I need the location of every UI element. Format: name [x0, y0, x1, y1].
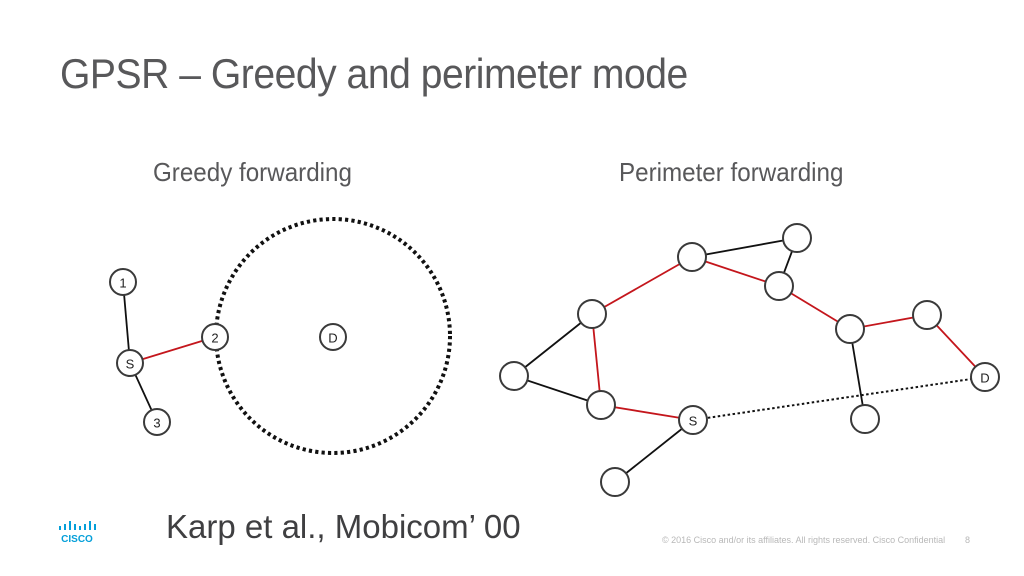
greedy-diagram: 1 S 2 3 D	[109, 217, 452, 455]
node-destination: D	[970, 362, 1000, 392]
cisco-logo: CISCO	[56, 520, 100, 546]
node	[835, 314, 865, 344]
node-source: S	[678, 405, 708, 435]
node	[600, 467, 630, 497]
node	[764, 271, 794, 301]
perimeter-heading: Perimeter forwarding	[619, 157, 844, 187]
edge	[513, 375, 602, 406]
perimeter-diagram: S D	[499, 223, 1000, 497]
node-2: 2	[201, 323, 229, 351]
svg-text:D: D	[328, 331, 337, 346]
edge	[691, 237, 798, 258]
perimeter-path-edge	[691, 256, 780, 287]
svg-text:2: 2	[211, 331, 218, 346]
greedy-path-edge	[129, 336, 216, 364]
svg-text:S: S	[689, 414, 698, 429]
cisco-bars-icon: CISCO	[59, 521, 96, 545]
svg-text:S: S	[126, 357, 135, 372]
svg-text:3: 3	[153, 416, 160, 431]
node-source: S	[116, 349, 144, 377]
node	[912, 300, 942, 330]
svg-text:CISCO: CISCO	[61, 534, 93, 545]
perimeter-path-edge	[591, 256, 693, 315]
slide-title: GPSR – Greedy and perimeter mode	[60, 50, 688, 97]
perimeter-path-edge	[600, 404, 694, 421]
node	[677, 242, 707, 272]
node-3: 3	[143, 408, 171, 436]
edge	[849, 328, 866, 420]
edge	[614, 419, 694, 483]
node	[782, 223, 812, 253]
node-destination: D	[319, 323, 347, 351]
node	[850, 404, 880, 434]
citation: Karp et al., Mobicom’ 00	[166, 508, 521, 545]
node	[499, 361, 529, 391]
node	[577, 299, 607, 329]
perimeter-path-edge	[591, 313, 602, 406]
page-number: 8	[965, 535, 971, 545]
node	[586, 390, 616, 420]
node-1: 1	[109, 268, 137, 296]
direct-line-s-d	[692, 376, 986, 421]
edge	[513, 313, 593, 377]
copyright-footer: © 2016 Cisco and/or its affiliates. All …	[662, 535, 946, 545]
svg-text:1: 1	[119, 276, 126, 291]
svg-text:D: D	[980, 371, 989, 386]
greedy-heading: Greedy forwarding	[153, 157, 352, 187]
